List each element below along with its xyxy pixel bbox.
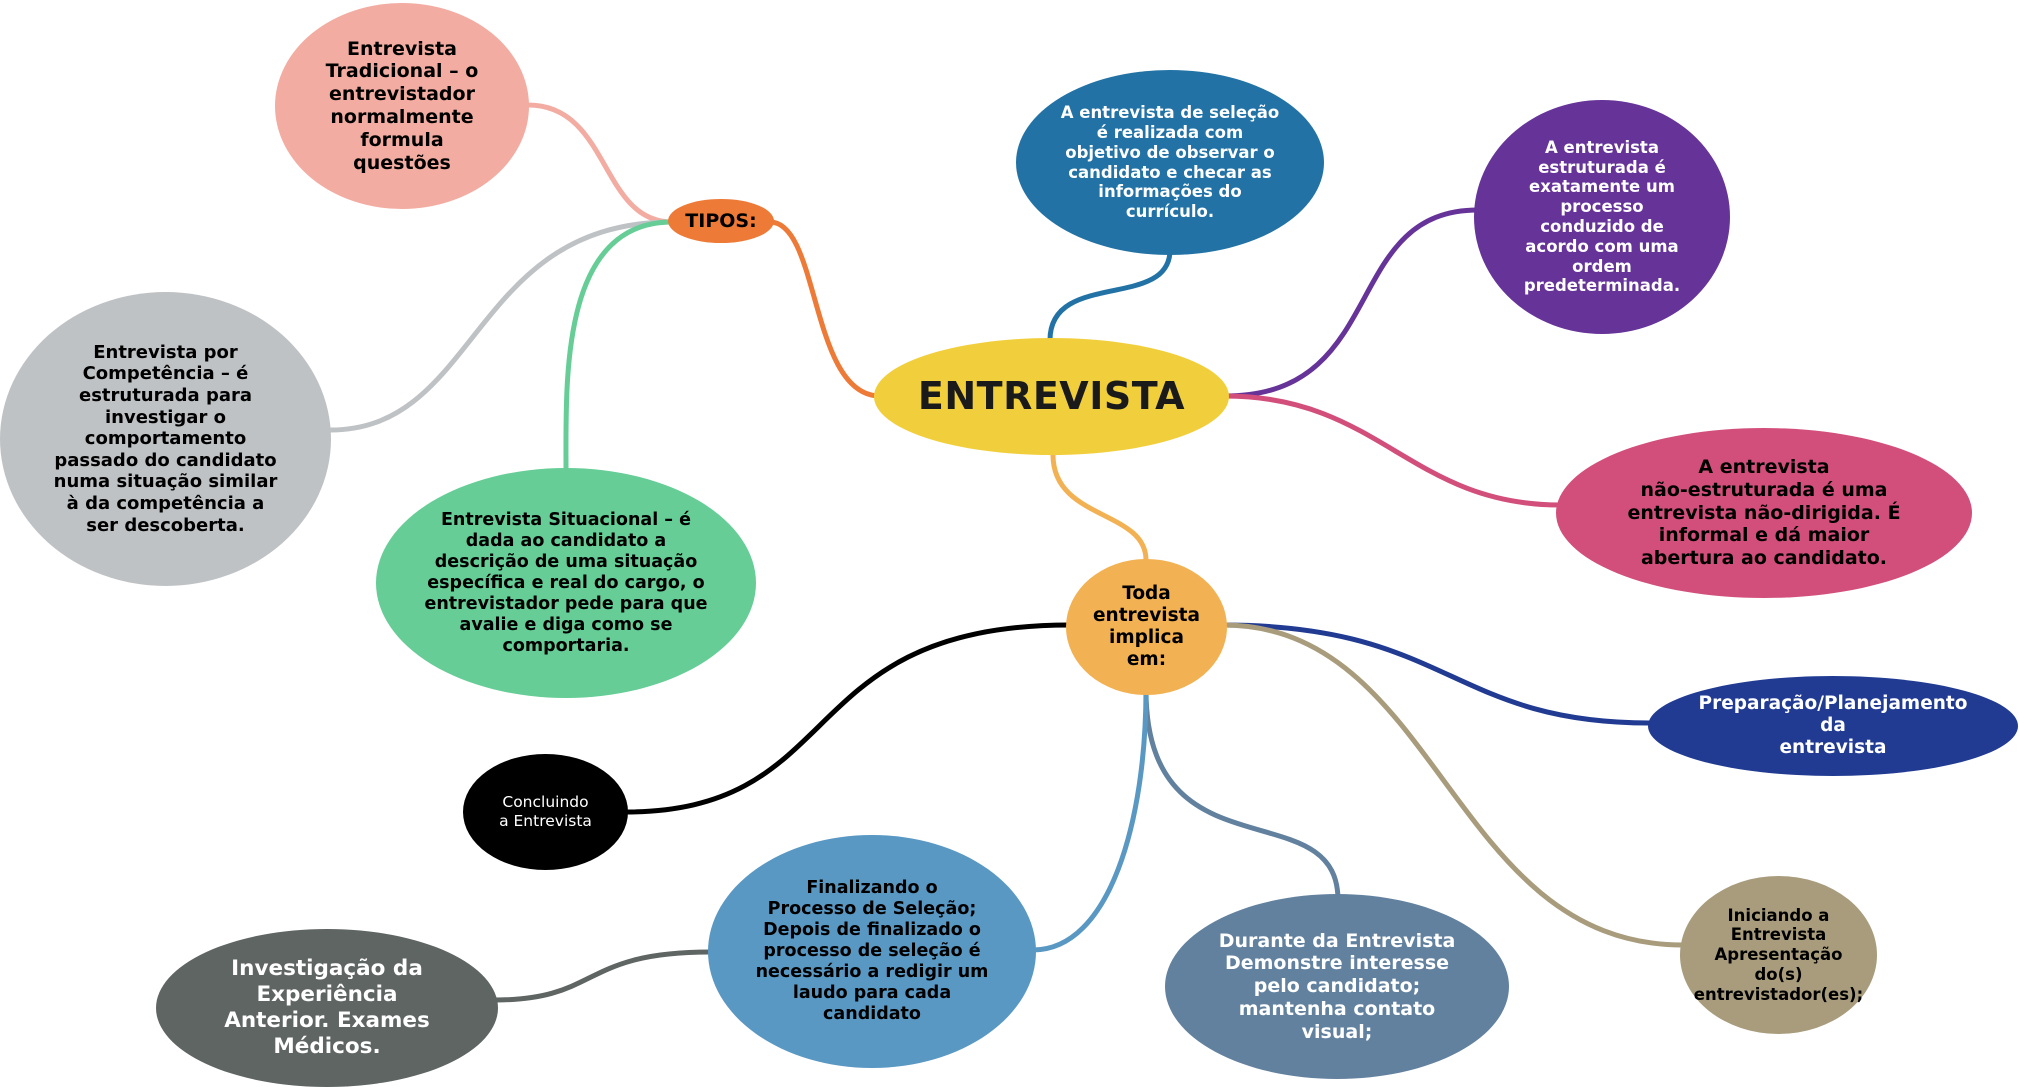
link-tipos-competencia xyxy=(327,219,675,433)
node-implica: Toda entrevista implica em: xyxy=(1066,559,1227,695)
link-implica-preparacao xyxy=(1220,622,1653,726)
node-finalizando: Finalizando o Processo de Seleção; Depoi… xyxy=(708,835,1036,1068)
node-estruturada: A entrevista estruturada é exatamente um… xyxy=(1474,100,1730,334)
node-central-label: ENTREVISTA xyxy=(917,373,1186,418)
link-implica-durante xyxy=(1143,687,1341,903)
node-finalizando-text: Finalizando o Processo de Seleção; Depoi… xyxy=(755,878,989,1024)
node-concluindo: Concluindo a Entrevista xyxy=(463,754,628,870)
node-tipos-label: TIPOS: xyxy=(685,209,757,232)
node-investigacao: Investigação da Experiência Anterior. Ex… xyxy=(156,929,498,1087)
node-competencia: Entrevista por Competência – é estrutura… xyxy=(0,292,331,586)
link-central-estruturada xyxy=(1222,207,1481,399)
node-tradicional-text: Entrevista Tradicional – o entrevistador… xyxy=(325,37,479,174)
link-finalizando-investigacao xyxy=(492,949,713,1003)
link-implica-iniciando xyxy=(1220,622,1686,948)
node-implica-text: Toda entrevista implica em: xyxy=(1093,582,1200,671)
node-durante-text: Durante da Entrevista Demonstre interess… xyxy=(1218,929,1456,1043)
node-tradicional: Entrevista Tradicional – o entrevistador… xyxy=(275,3,529,209)
link-central-implica xyxy=(1050,452,1149,563)
node-estruturada-text: A entrevista estruturada é exatamente um… xyxy=(1523,137,1681,296)
node-selecao-text: A entrevista de seleção é realizada com … xyxy=(1060,103,1280,222)
node-central[interactable]: ENTREVISTA xyxy=(874,338,1229,455)
link-central-tipos xyxy=(767,219,883,399)
node-competencia-text: Entrevista por Competência – é estrutura… xyxy=(53,341,278,536)
node-situacional-text: Entrevista Situacional – é dada ao candi… xyxy=(424,509,708,656)
link-tipos-situacional xyxy=(563,219,675,473)
link-tipos-tradicional xyxy=(525,102,675,225)
link-implica-concluindo xyxy=(622,622,1073,815)
link-central-nao-estruturada xyxy=(1222,393,1563,508)
node-nao-estruturada: A entrevista não-estruturada é uma entre… xyxy=(1556,428,1972,598)
node-preparacao: Preparação/Planejamento da entrevista xyxy=(1648,676,2018,776)
node-iniciando-text: Iniciando a Entrevista Apresentação do(s… xyxy=(1693,905,1864,1004)
node-investigacao-text: Investigação da Experiência Anterior. Ex… xyxy=(224,956,430,1059)
node-iniciando: Iniciando a Entrevista Apresentação do(s… xyxy=(1680,876,1877,1034)
node-tipos: TIPOS: xyxy=(668,199,774,243)
node-selecao: A entrevista de seleção é realizada com … xyxy=(1016,70,1324,255)
node-durante: Durante da Entrevista Demonstre interess… xyxy=(1165,894,1509,1079)
link-implica-finalizando xyxy=(1030,687,1149,953)
node-situacional: Entrevista Situacional – é dada ao candi… xyxy=(376,468,756,698)
node-preparacao-text: Preparação/Planejamento da entrevista xyxy=(1698,692,1968,759)
node-nao-estruturada-text: A entrevista não-estruturada é uma entre… xyxy=(1627,456,1901,570)
node-concluindo-text: Concluindo a Entrevista xyxy=(499,793,592,830)
link-central-selecao xyxy=(1047,247,1173,343)
